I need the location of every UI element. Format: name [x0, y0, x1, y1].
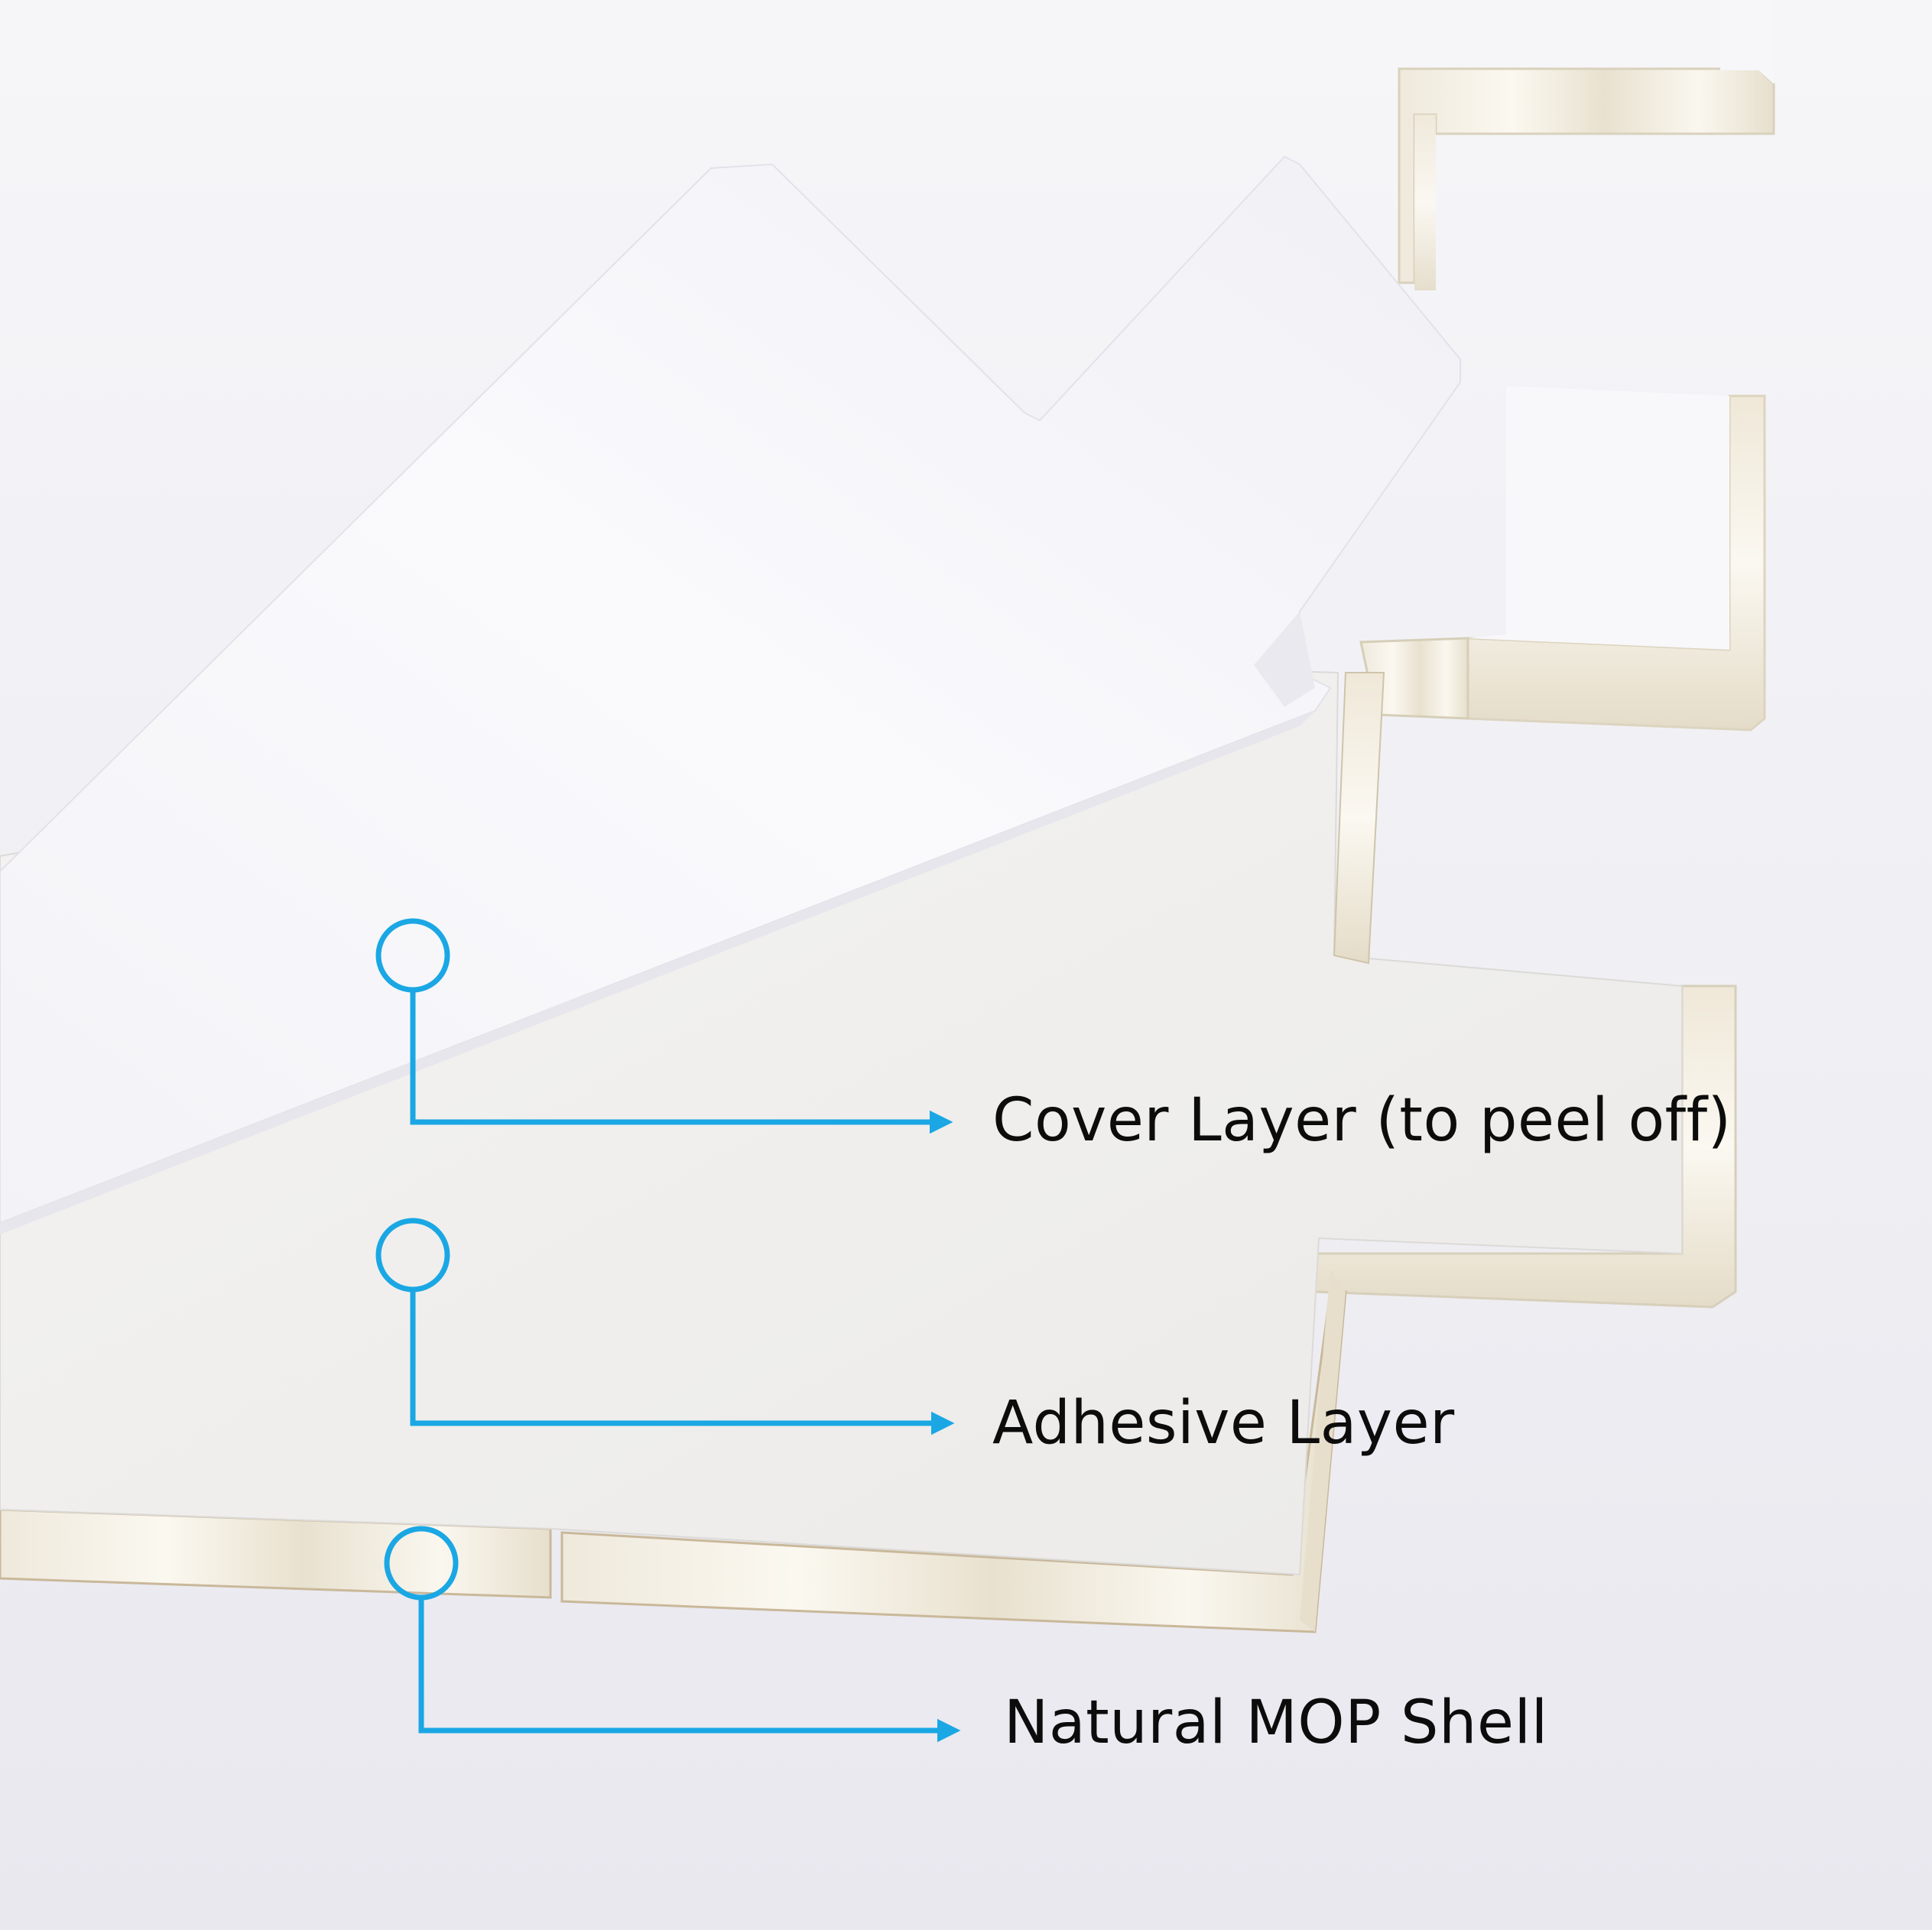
- callout-label-shell: Natural MOP Shell: [1004, 1688, 1548, 1757]
- callout-label-cover: Cover Layer (to peel off): [992, 1086, 1732, 1155]
- cover-layer: [0, 155, 1461, 1234]
- callout-label-adhesive: Adhesive Layer: [992, 1389, 1455, 1458]
- callout-cover-arrow-icon: [930, 1110, 953, 1134]
- callout-shell-arrow-icon: [937, 1718, 961, 1743]
- callout-shell: [384, 1526, 961, 1743]
- callout-adhesive: [375, 1218, 955, 1435]
- callout-cover: [375, 918, 953, 1134]
- background-tiles: [1297, 0, 1775, 1309]
- callout-adhesive-arrow-icon: [931, 1411, 955, 1435]
